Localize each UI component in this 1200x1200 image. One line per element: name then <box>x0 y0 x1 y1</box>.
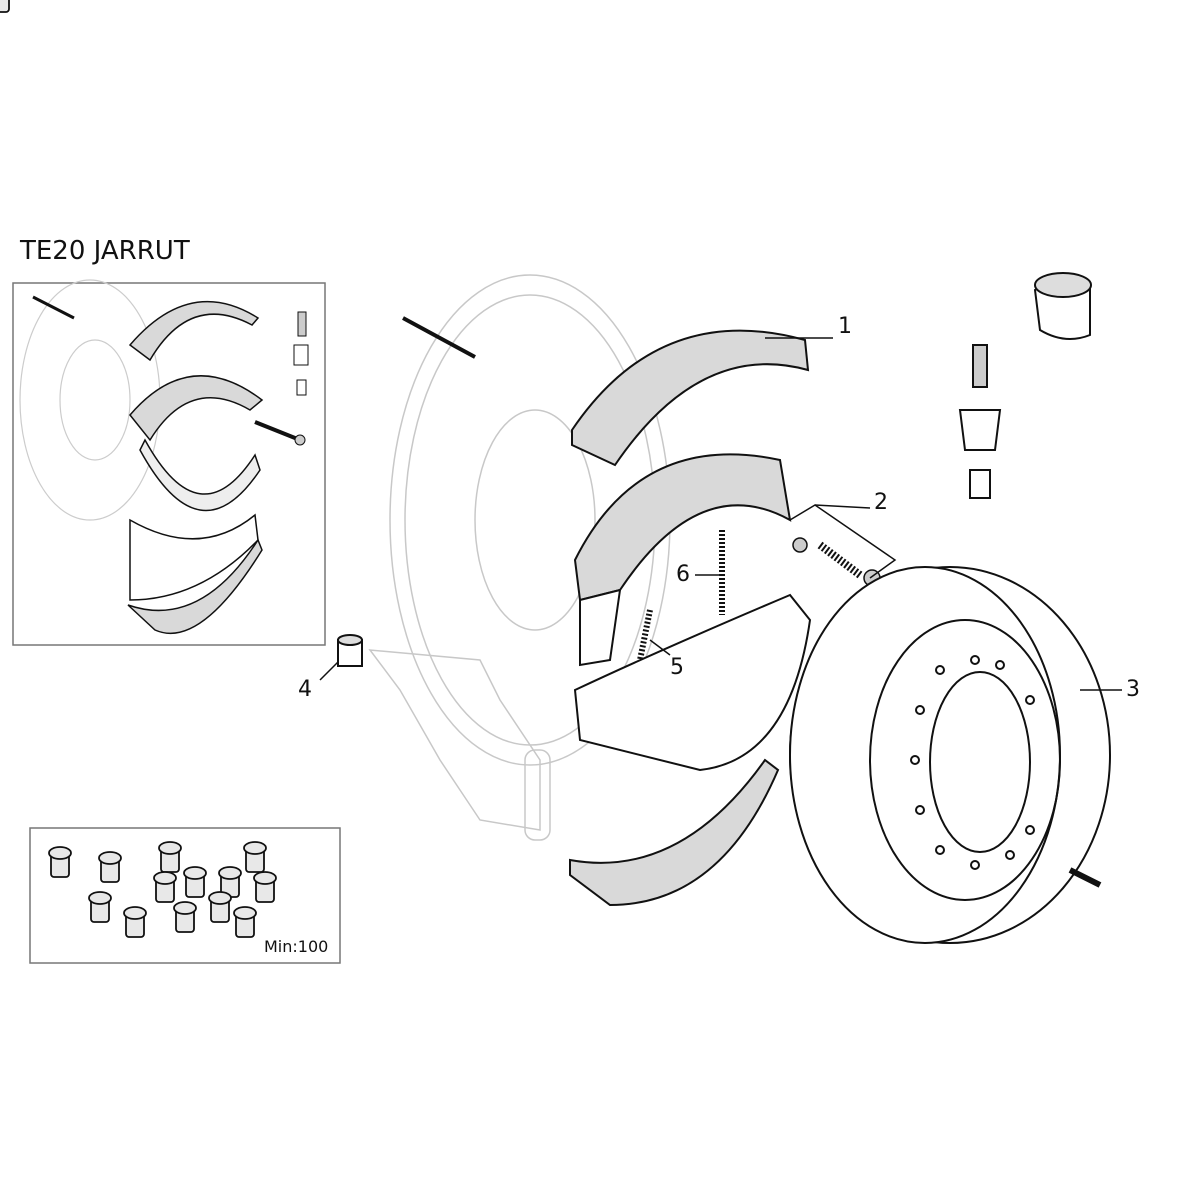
bush <box>337 634 363 667</box>
leader-lines <box>319 337 1122 691</box>
inset-assembly-box <box>12 282 326 646</box>
adjuster-parts <box>958 272 1092 499</box>
inset-miniature-assembly <box>19 279 309 635</box>
rivet-kit-box <box>29 827 341 964</box>
brake-shoe-bottom <box>573 593 812 772</box>
callout-4: 4 <box>298 677 312 702</box>
brake-drum <box>789 566 1111 944</box>
callout-1: 1 <box>838 314 852 339</box>
callout-3: 3 <box>1126 677 1140 702</box>
callout-5: 5 <box>670 655 684 680</box>
callout-6: 6 <box>676 562 690 587</box>
brake-lining-top <box>571 329 810 467</box>
brake-shoes <box>569 329 812 907</box>
diagram-title: TE20 JARRUT <box>20 236 190 266</box>
brake-lining-bottom <box>569 758 780 907</box>
callout-2: 2 <box>874 490 888 515</box>
minimum-quantity-label: Min:100 <box>264 937 329 956</box>
rivets-illustration <box>0 0 277 938</box>
